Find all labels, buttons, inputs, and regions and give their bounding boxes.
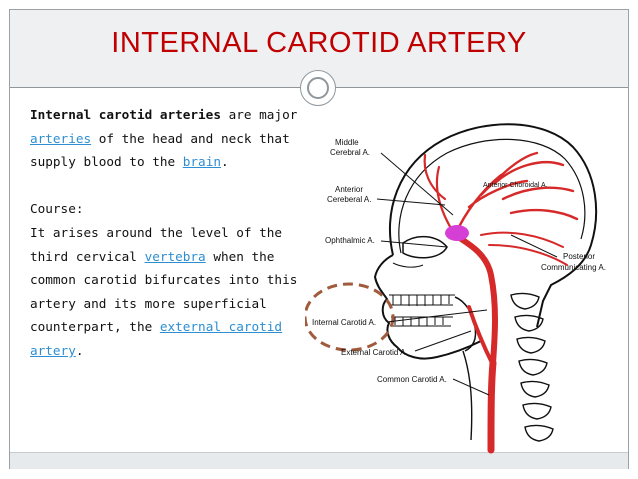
- course-line3: common carotid bifurcates into this: [30, 272, 298, 288]
- lower-teeth: [391, 316, 453, 327]
- link-brain[interactable]: brain: [182, 154, 221, 170]
- footer-band: [10, 452, 628, 469]
- term-internal-carotid: Internal carotid arteries: [30, 107, 221, 122]
- arteries: [423, 151, 579, 454]
- text-span: .: [75, 342, 84, 358]
- middle-cerebral-artery-branch: [453, 151, 579, 237]
- course-line2: third cervical vertebra when the: [30, 245, 320, 269]
- label-communicating-a: Communicating A.: [541, 263, 606, 272]
- text-span: counterpart, the: [30, 319, 160, 335]
- label-ophthalmic-a: Ophthalmic A.: [325, 236, 375, 245]
- label-anterior: Anterior: [335, 185, 363, 194]
- label-internal-carotid-a: Internal Carotid A.: [312, 318, 376, 327]
- body-text: Internal carotid arteries are major arte…: [30, 103, 320, 363]
- link-vertebra[interactable]: vertebra: [144, 248, 206, 264]
- text-span: of the head and neck that: [91, 130, 290, 146]
- internal-carotid-artery: [452, 232, 498, 366]
- upper-teeth: [389, 294, 455, 306]
- slide-title: INTERNAL CAROTID ARTERY: [111, 27, 527, 59]
- text-span: when the: [205, 248, 275, 264]
- label-cerebral-a: Cerebral A.: [330, 148, 370, 157]
- course-line6: artery.: [30, 339, 320, 363]
- spacer: [30, 174, 320, 198]
- label-pointer-lines: [376, 152, 558, 396]
- link-external-carotid-artery[interactable]: artery: [30, 342, 76, 358]
- link-arteries[interactable]: arteries: [30, 130, 92, 146]
- course-line1: It arises around the level of the: [30, 224, 283, 240]
- course-line4: artery and its more superficial: [30, 295, 267, 311]
- label-anterior-choroidal-a: Anterior Choroidal A.: [483, 182, 548, 189]
- course-heading: Course:: [30, 201, 84, 217]
- text-span: third cervical: [30, 248, 145, 264]
- label-common-carotid-a: Common Carotid A.: [377, 375, 447, 384]
- label-middle: Middle: [335, 138, 359, 147]
- label-cereberal-a: Cereberal A.: [327, 195, 371, 204]
- text-span: supply blood to the: [30, 154, 183, 170]
- common-carotid-artery: [487, 359, 497, 454]
- eye-socket: [402, 235, 448, 259]
- skull-outline: [389, 123, 598, 328]
- diagram-labels: Middle Cerebral A. Anterior Cereberal A.…: [312, 138, 606, 384]
- throat-outline: [462, 350, 473, 441]
- text-span: .: [220, 154, 229, 170]
- face-profile: [373, 254, 482, 360]
- pituitary-highlight: [445, 225, 469, 241]
- internal-carotid-highlight-circle: [305, 282, 395, 352]
- course-line5: counterpart, the external carotid: [30, 315, 320, 339]
- nasal-cavity: [392, 262, 424, 268]
- mandible: [454, 296, 477, 352]
- para1-line3: supply blood to the brain.: [30, 150, 320, 174]
- link-external-carotid[interactable]: external carotid: [159, 319, 283, 335]
- text-span: are major: [220, 107, 298, 122]
- skull-inner-outline: [398, 138, 586, 254]
- label-external-carotid-a: External Carotid A.: [341, 348, 408, 357]
- carotid-anatomy-diagram: Middle Cerebral A. Anterior Cereberal A.…: [305, 123, 606, 454]
- posterior-branches: [480, 231, 568, 266]
- external-carotid-artery: [467, 305, 495, 367]
- cervical-vertebrae: [510, 292, 554, 442]
- para1-line2: arteries of the head and neck that: [30, 127, 320, 151]
- para1-line1: Internal carotid arteries are major: [30, 103, 320, 127]
- label-posterior: Posterior: [563, 252, 595, 261]
- circle-ornament-icon: [300, 70, 336, 106]
